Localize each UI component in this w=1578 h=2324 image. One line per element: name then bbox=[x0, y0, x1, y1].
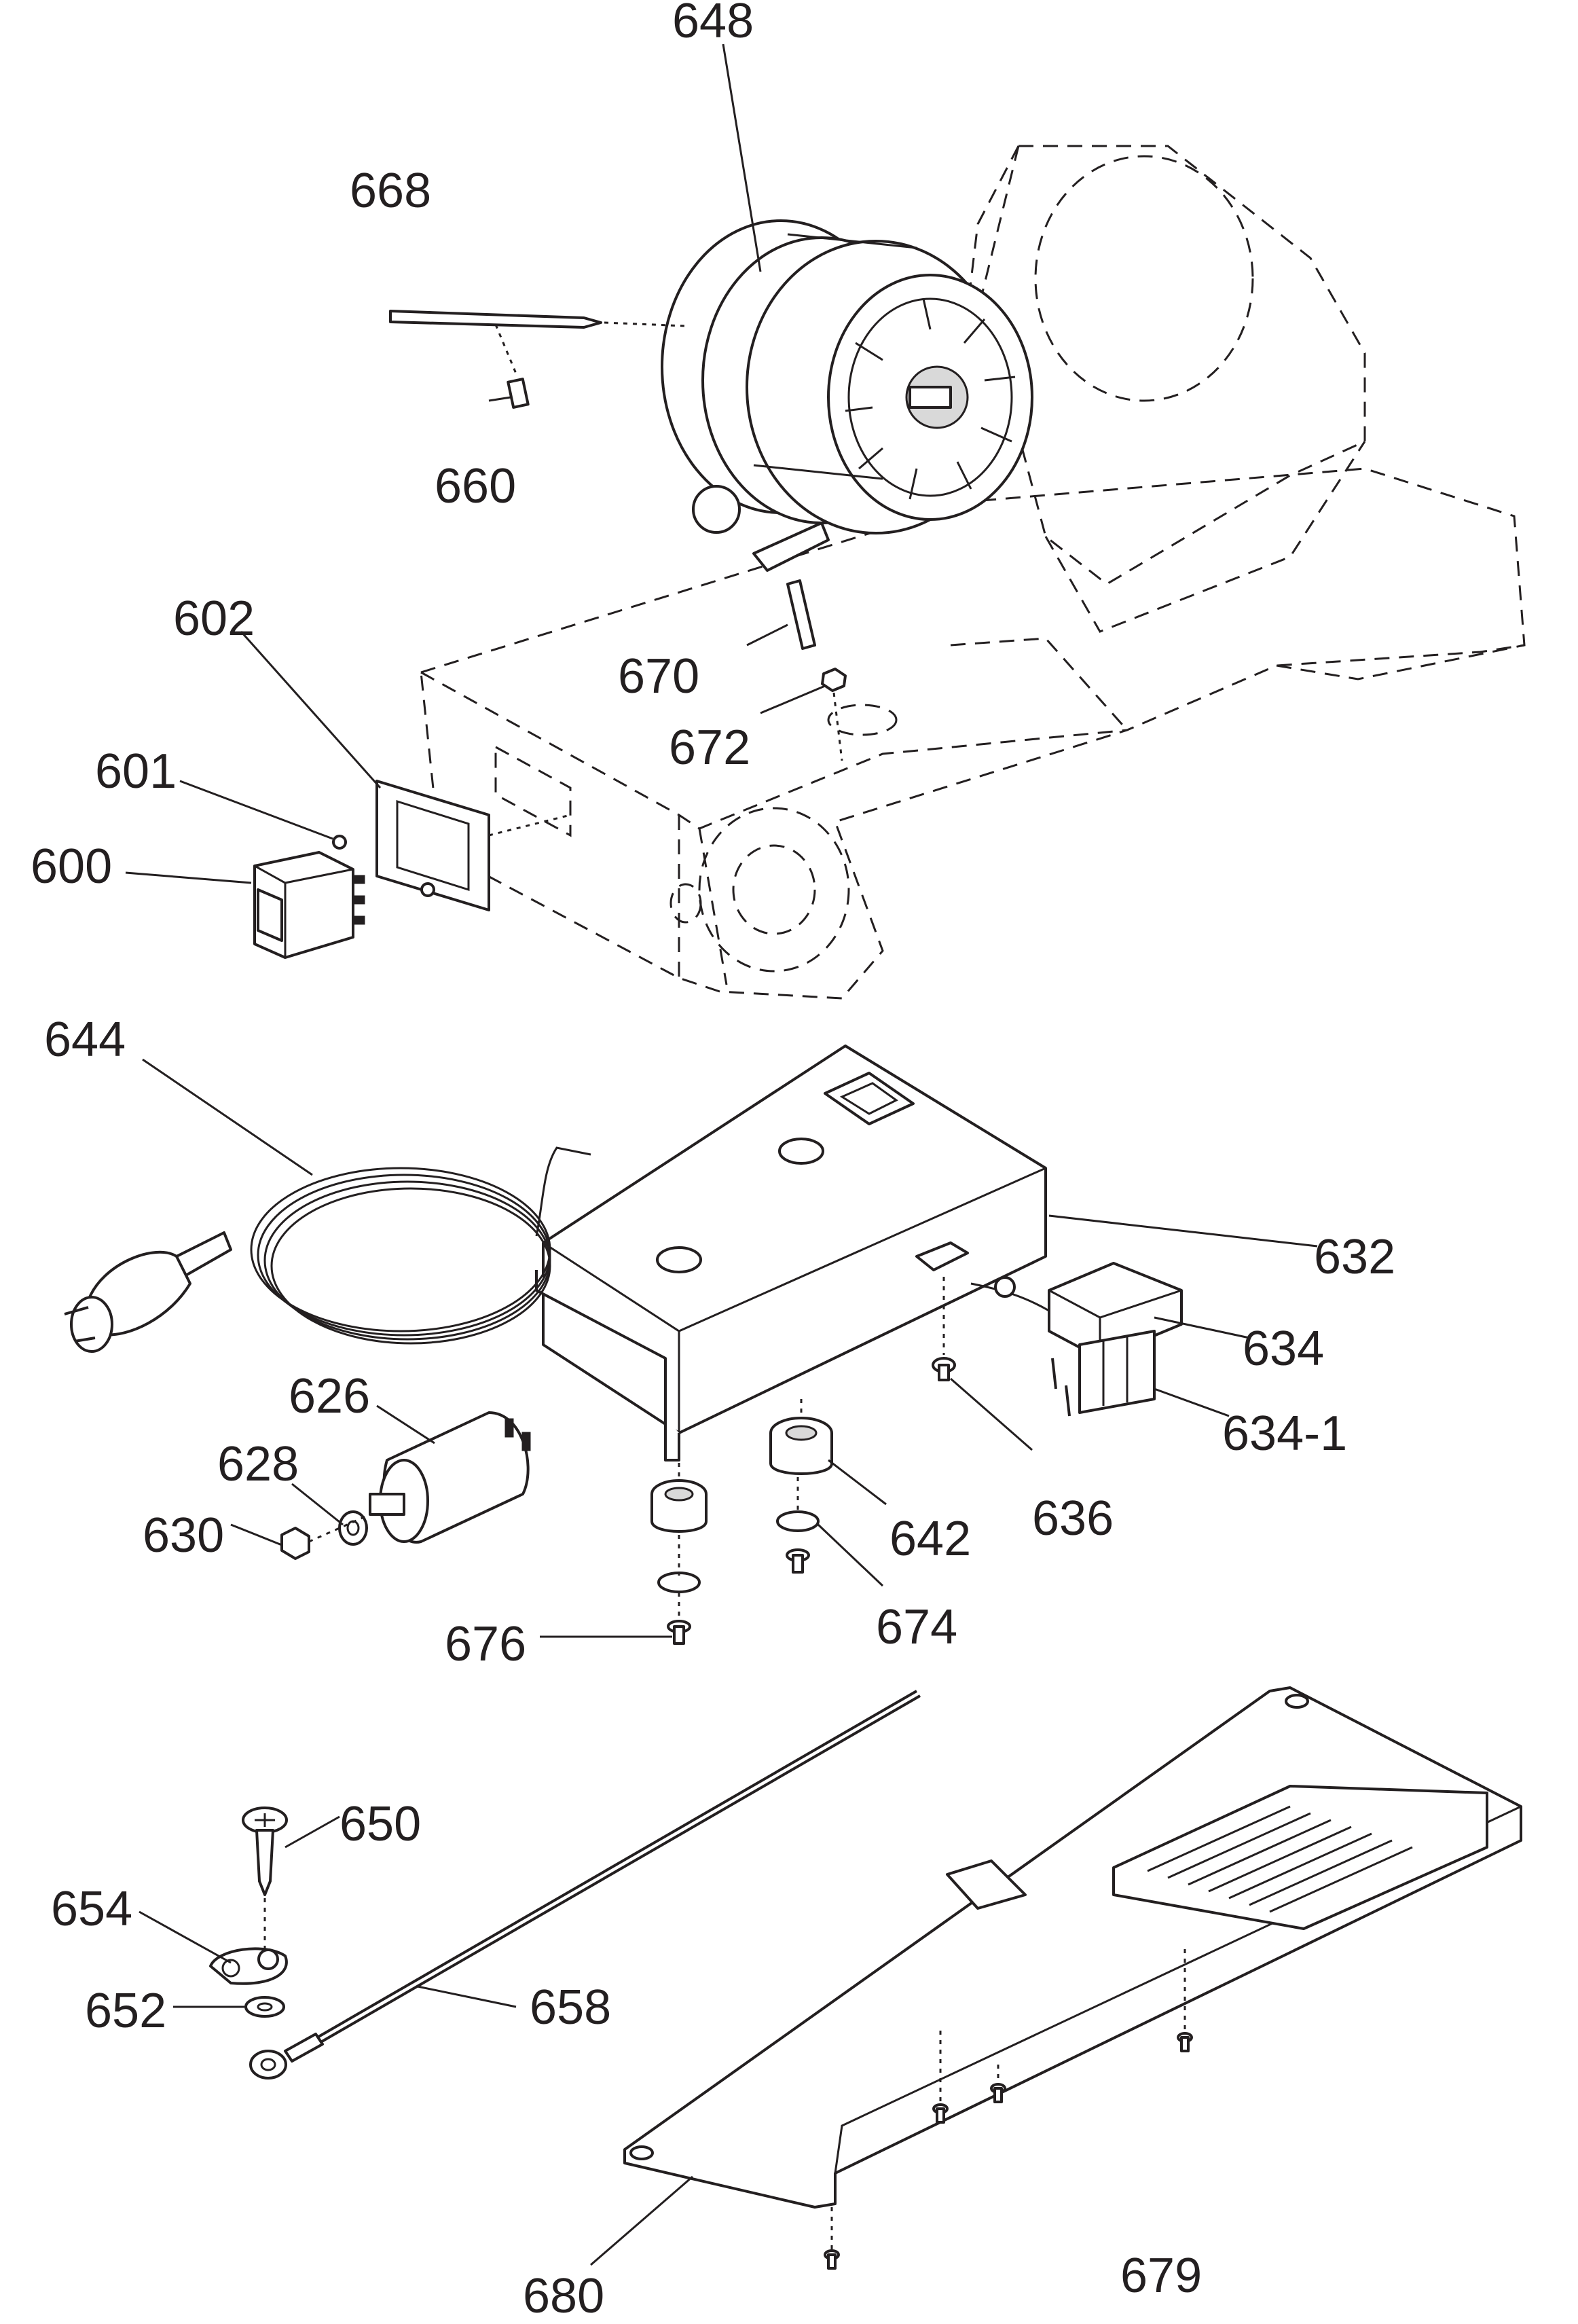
screw-601 bbox=[332, 835, 435, 897]
callout-672: 672 bbox=[669, 721, 750, 775]
screws-679 bbox=[824, 1949, 1193, 2270]
switch-plate-602 bbox=[375, 780, 571, 911]
rubber-foot-642 bbox=[650, 1399, 833, 1533]
machine-housing-outline bbox=[420, 145, 1526, 1000]
shaft-668 bbox=[389, 310, 686, 374]
callout-668: 668 bbox=[350, 164, 431, 218]
callout-634: 634 bbox=[1243, 1322, 1324, 1376]
washer-674 bbox=[657, 1510, 820, 1593]
washer-628 bbox=[308, 1510, 371, 1546]
terminal-block-634 bbox=[970, 1262, 1183, 1414]
callout-652: 652 bbox=[85, 1984, 166, 2038]
ground-wire-658 bbox=[249, 1690, 921, 2080]
screw-676 bbox=[667, 1477, 810, 1645]
callout-628: 628 bbox=[217, 1437, 299, 1491]
capacitor-626 bbox=[369, 1411, 531, 1544]
callout-680: 680 bbox=[523, 2269, 604, 2323]
callout-679: 679 bbox=[1120, 2249, 1202, 2303]
callout-634-1: 634-1 bbox=[1222, 1406, 1347, 1461]
callout-670: 670 bbox=[618, 649, 699, 704]
callout-648: 648 bbox=[672, 0, 754, 48]
leader-lines bbox=[125, 43, 1318, 2266]
pin-670 bbox=[786, 579, 816, 650]
callout-642: 642 bbox=[889, 1512, 971, 1566]
callout-636: 636 bbox=[1032, 1491, 1114, 1546]
washer-652 bbox=[244, 1996, 285, 2018]
callout-676: 676 bbox=[445, 1617, 526, 1671]
power-cord-644 bbox=[64, 1146, 591, 1353]
ground-tag-654 bbox=[209, 1947, 288, 1985]
callout-650: 650 bbox=[340, 1797, 421, 1851]
motor bbox=[661, 219, 1033, 572]
screw-636 bbox=[932, 1277, 956, 1381]
callout-labels: 648 668 660 602 601 600 670 672 644 632 … bbox=[31, 0, 1395, 2323]
nut-672 bbox=[821, 668, 847, 761]
callout-644: 644 bbox=[44, 1013, 126, 1067]
callout-602: 602 bbox=[173, 592, 255, 646]
nut-630 bbox=[280, 1527, 310, 1560]
callout-654: 654 bbox=[51, 1882, 132, 1936]
callout-626: 626 bbox=[289, 1369, 370, 1423]
callout-658: 658 bbox=[530, 1980, 611, 2035]
rocker-switch-600 bbox=[253, 851, 365, 959]
callout-674: 674 bbox=[876, 1600, 957, 1654]
screws-634-1 bbox=[1051, 1358, 1071, 1417]
callout-630: 630 bbox=[143, 1508, 224, 1563]
callout-600: 600 bbox=[31, 839, 112, 894]
base-plate-680 bbox=[623, 1686, 1522, 2209]
callout-601: 601 bbox=[95, 744, 177, 799]
screw-650 bbox=[242, 1806, 288, 1949]
pin-660 bbox=[507, 378, 530, 409]
electrical-box-632 bbox=[535, 1045, 1047, 1461]
callout-632: 632 bbox=[1314, 1230, 1395, 1284]
callout-660: 660 bbox=[435, 459, 516, 513]
